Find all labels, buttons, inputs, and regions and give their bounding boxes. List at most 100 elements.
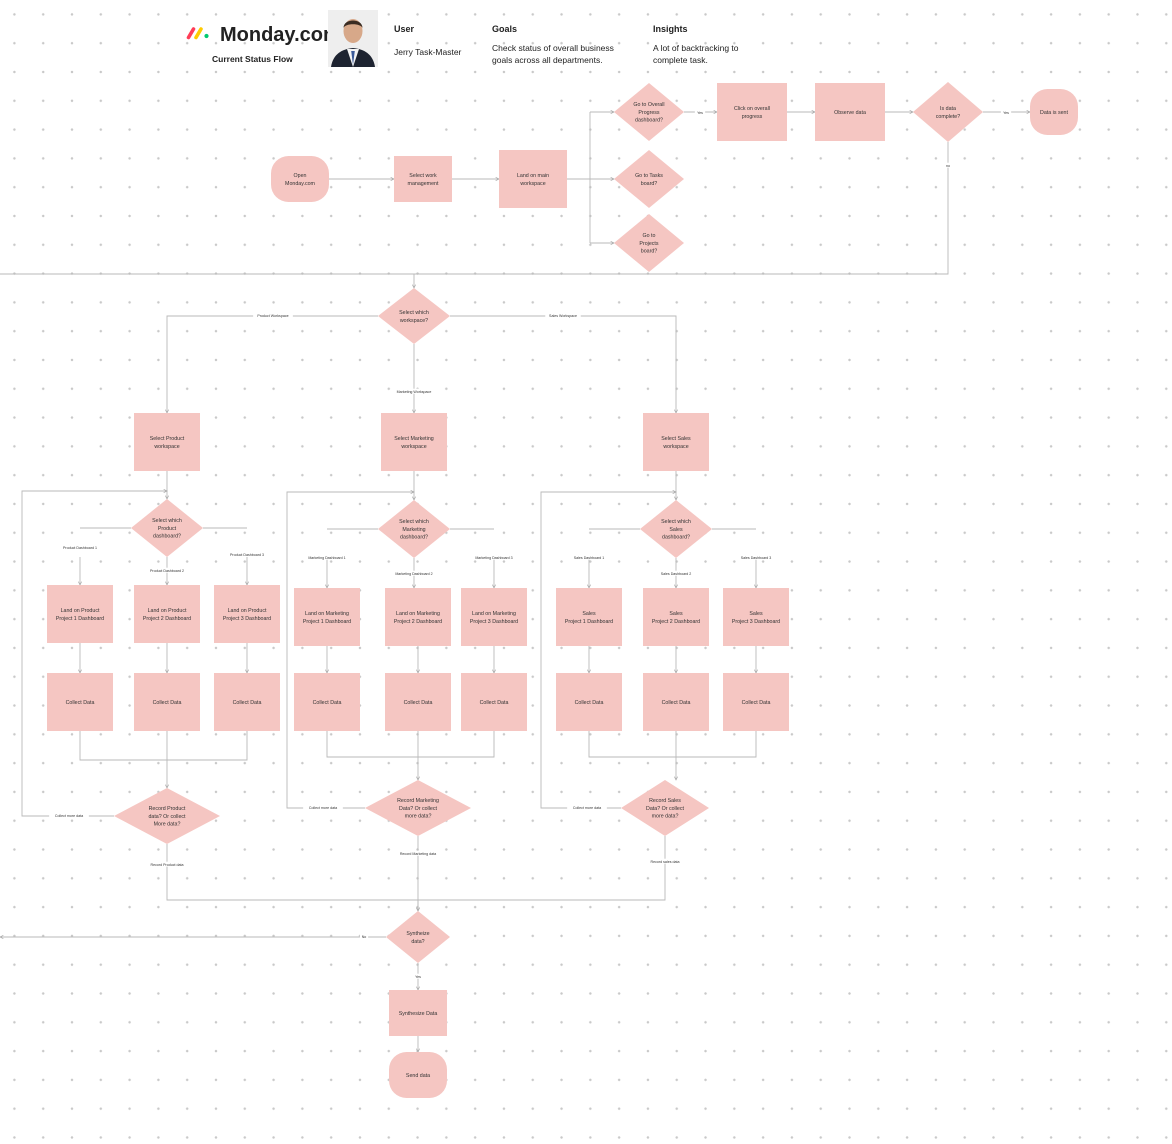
edge-label-yes-complete: Yes	[1003, 111, 1009, 115]
node-label: more data?	[652, 814, 679, 820]
node-label: dashboard?	[153, 534, 181, 540]
process-shape	[134, 585, 200, 643]
edge-label-sd3: Sales Dashboard 3	[741, 556, 772, 560]
node-label: Is data	[940, 106, 956, 112]
node-label: Select which	[399, 519, 429, 525]
flow-node-mc2: Collect Data	[385, 673, 451, 731]
process-shape	[134, 413, 200, 471]
node-label: Go to Tasks	[635, 173, 663, 179]
process-shape	[214, 585, 280, 643]
node-label: Land on Product	[61, 608, 100, 614]
flow-node-sales-dash: Select whichSalesdashboard?	[640, 500, 712, 558]
flow-node-m3: Land on MarketingProject 3 Dashboard	[461, 588, 527, 646]
flow-node-observe: Observe data	[815, 83, 885, 141]
node-label: data? Or collect	[148, 814, 186, 820]
node-label: Collect Data	[662, 700, 691, 706]
process-shape	[499, 150, 567, 208]
flow-node-m1: Land on MarketingProject 1 Dashboard	[294, 588, 360, 646]
node-label: Data is sent	[1040, 110, 1068, 116]
node-label: Collect Data	[153, 700, 182, 706]
flow-node-p1: Land on ProductProject 1 Dashboard	[47, 585, 113, 643]
node-label: Sales	[582, 611, 596, 617]
process-shape	[717, 83, 787, 141]
decision-shape	[614, 150, 684, 208]
decision-shape	[386, 911, 450, 963]
edge-label-sd2: Sales Dashboard 2	[661, 572, 692, 576]
node-label: workspace	[663, 444, 688, 450]
node-label: workspace	[154, 444, 179, 450]
node-label: Collect Data	[233, 700, 262, 706]
node-label: data?	[411, 939, 424, 945]
edge-label-md1: Marketing Dashboard 1	[308, 556, 345, 560]
node-label: Collect Data	[575, 700, 604, 706]
flow-node-pc1: Collect Data	[47, 673, 113, 731]
node-label: More data?	[154, 822, 181, 828]
node-label: Product	[158, 526, 177, 532]
node-label: Marketing	[402, 527, 425, 533]
terminal-shape	[271, 156, 329, 202]
process-shape	[381, 413, 447, 471]
node-label: Click on overall	[734, 106, 770, 112]
connector	[418, 836, 665, 900]
flow-node-pc2: Collect Data	[134, 673, 200, 731]
node-label: complete?	[936, 114, 960, 120]
connector	[167, 844, 418, 911]
flow-node-mkt-dash: Select whichMarketingdashboard?	[378, 500, 450, 558]
node-label: workspace?	[400, 318, 428, 324]
node-label: Sales	[669, 527, 683, 533]
node-label: Record Sales	[649, 798, 681, 804]
edge-label-yes-overall: Yes	[697, 111, 703, 115]
node-label: Project 2 Dashboard	[143, 616, 191, 622]
edge-label-record-sales: Record sales data	[651, 860, 680, 864]
node-label: Land on Marketing	[396, 611, 440, 617]
flow-node-click-overall: Click on overallprogress	[717, 83, 787, 141]
process-shape	[723, 588, 789, 646]
node-label: Data? Or collect	[646, 806, 685, 812]
edge-label-record-mkt: Record Marketing data	[400, 852, 436, 856]
node-label: Land on Product	[228, 608, 267, 614]
edge-label-sd1: Sales Dashboard 1	[574, 556, 605, 560]
node-label: Collect Data	[404, 700, 433, 706]
process-shape	[461, 588, 527, 646]
node-label: workspace	[401, 444, 426, 450]
flow-node-sc2: Collect Data	[643, 673, 709, 731]
flow-node-open: OpenMonday.com	[271, 156, 329, 202]
edge-label-pd2: Product Dashboard 2	[150, 569, 184, 573]
edge-label-md3: Marketing Dashboard 3	[475, 556, 512, 560]
node-label: Collect Data	[66, 700, 95, 706]
node-label: Project 1 Dashboard	[565, 619, 613, 625]
node-label: Send data	[406, 1073, 430, 1079]
process-shape	[643, 588, 709, 646]
node-label: Collect Data	[480, 700, 509, 706]
node-label: management	[408, 181, 439, 187]
edge-label-record-prod: Record Product data	[151, 863, 184, 867]
connector	[167, 316, 378, 413]
node-label: Land on main	[517, 173, 549, 179]
flow-node-mc3: Collect Data	[461, 673, 527, 731]
flow-node-data-complete: Is data complete?	[913, 82, 983, 142]
decision-shape	[378, 288, 450, 344]
node-label: Project 3 Dashboard	[470, 619, 518, 625]
node-label: Project 3 Dashboard	[223, 616, 271, 622]
edge-label-sales-ws: Sales Workspace	[549, 314, 577, 318]
node-label: dashboard?	[635, 118, 663, 124]
flow-node-rec-prod: Record Productdata? Or collectMore data?	[114, 788, 220, 844]
node-label: Projects	[639, 241, 658, 247]
edge-label-pd1: Product Dashboard 1	[63, 546, 97, 550]
edge-label-collect-more-mkt: Collect more data	[309, 806, 337, 810]
edge-label-md2: Marketing Dashboard 2	[395, 572, 432, 576]
edge-label-marketing-ws: Marketing Workspace	[397, 390, 432, 394]
node-label: Land on Product	[148, 608, 187, 614]
edge-label-synth-yes: Yes	[415, 975, 421, 979]
process-shape	[643, 413, 709, 471]
node-label: Project 1 Dashboard	[303, 619, 351, 625]
process-shape	[556, 588, 622, 646]
